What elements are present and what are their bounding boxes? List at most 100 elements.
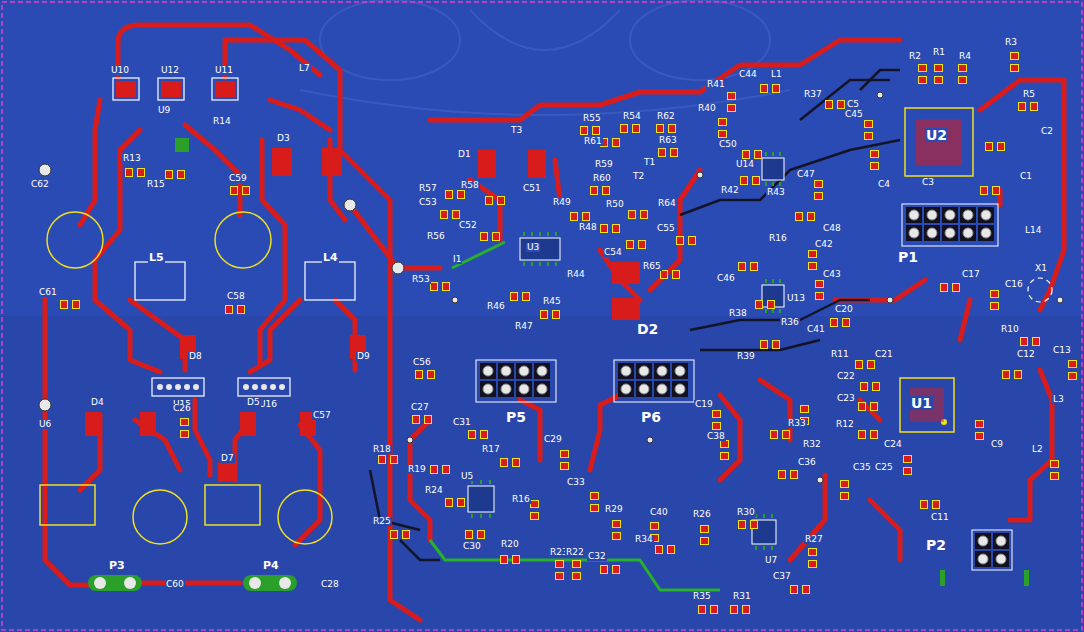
part-designator: C51 xyxy=(522,184,542,193)
part-designator: C54 xyxy=(603,248,623,257)
part-designator: R59 xyxy=(594,160,614,169)
part-designator: C19 xyxy=(694,400,714,409)
part-designator: P1 xyxy=(897,250,919,264)
part-designator: R46 xyxy=(486,302,506,311)
part-designator: C61 xyxy=(38,288,58,297)
part-designator: R26 xyxy=(692,510,712,519)
part-designator: C58 xyxy=(226,292,246,301)
part-designator: R31 xyxy=(732,592,752,601)
part-designator: R55 xyxy=(582,114,602,123)
ic-leads xyxy=(472,152,780,550)
part-designator: T1 xyxy=(643,158,656,167)
part-designator: C53 xyxy=(418,198,438,207)
part-designator: R43 xyxy=(766,188,786,197)
part-designator: R44 xyxy=(566,270,586,279)
part-designator: R39 xyxy=(736,352,756,361)
part-designator: P5 xyxy=(505,410,527,424)
part-designator: R25 xyxy=(372,517,392,526)
part-designator: R41 xyxy=(706,80,726,89)
part-designator: C36 xyxy=(797,458,817,467)
part-designator: R13 xyxy=(122,154,142,163)
part-designator: C33 xyxy=(566,478,586,487)
part-designator: C5 xyxy=(846,100,860,109)
part-designator: D1 xyxy=(457,150,472,159)
vias xyxy=(39,92,1063,483)
part-designator: D4 xyxy=(90,398,105,407)
part-designator: R2 xyxy=(908,52,922,61)
part-designator: C40 xyxy=(649,508,669,517)
part-designator: L4 xyxy=(322,252,339,263)
part-designator: R58 xyxy=(460,181,480,190)
part-designator: P6 xyxy=(640,410,662,424)
part-designator: R27 xyxy=(804,535,824,544)
part-designator: C9 xyxy=(990,440,1004,449)
part-designator: R53 xyxy=(411,275,431,284)
part-designator: C28 xyxy=(320,580,340,589)
part-designator: C41 xyxy=(806,325,826,334)
part-designator: R60 xyxy=(592,174,612,183)
part-designator: U1 xyxy=(910,396,933,410)
part-designator: R11 xyxy=(830,350,850,359)
part-designator: U16 xyxy=(258,400,278,409)
passive-footprints xyxy=(61,53,1077,614)
part-designator: U12 xyxy=(160,66,180,75)
part-designator: R61 xyxy=(583,137,603,146)
part-designator: R1 xyxy=(932,48,946,57)
part-designator: L5 xyxy=(148,252,165,263)
part-designator: R35 xyxy=(692,592,712,601)
part-designator: D5 xyxy=(246,398,261,407)
part-designator: R10 xyxy=(1000,325,1020,334)
part-designator: C4 xyxy=(877,180,891,189)
part-designator: C37 xyxy=(772,572,792,581)
part-designator: C13 xyxy=(1052,346,1072,355)
part-designator: R57 xyxy=(418,184,438,193)
watermark xyxy=(300,0,790,115)
part-designator: C43 xyxy=(822,270,842,279)
part-designator: U3 xyxy=(526,243,540,252)
part-designator: X1 xyxy=(1034,264,1048,273)
part-designator: R30 xyxy=(736,508,756,517)
part-designator: R24 xyxy=(424,486,444,495)
part-designator: D2 xyxy=(636,322,659,336)
part-designator: U13 xyxy=(786,294,806,303)
part-designator: D9 xyxy=(356,352,371,361)
part-designator: C48 xyxy=(822,224,842,233)
part-designator: C20 xyxy=(834,305,854,314)
part-designator: C42 xyxy=(814,240,834,249)
part-designator: T2 xyxy=(632,172,645,181)
part-designator: R45 xyxy=(542,297,562,306)
part-designator: R34 xyxy=(634,535,654,544)
part-designator: R33 xyxy=(787,419,807,428)
part-designator: C25 xyxy=(874,463,894,472)
part-designator: U10 xyxy=(110,66,130,75)
part-designator: R38 xyxy=(728,309,748,318)
part-designator: C46 xyxy=(716,274,736,283)
part-designator: R17 xyxy=(481,445,501,454)
part-designator: P3 xyxy=(108,560,126,571)
header-pins xyxy=(88,204,1029,591)
part-designator: C2 xyxy=(1040,127,1054,136)
part-designator: P4 xyxy=(262,560,280,571)
top-copper xyxy=(45,25,1064,620)
part-designator: C38 xyxy=(706,432,726,441)
part-designator: I1 xyxy=(452,255,462,264)
part-designator: D7 xyxy=(220,454,235,463)
board-top xyxy=(0,0,1084,316)
part-designator: C45 xyxy=(844,110,864,119)
part-designator: R16 xyxy=(511,495,531,504)
part-designator: C21 xyxy=(874,350,894,359)
part-designator: C23 xyxy=(836,394,856,403)
part-designator: C52 xyxy=(458,221,478,230)
part-designator: D3 xyxy=(276,134,291,143)
part-designator: U2 xyxy=(925,128,948,142)
part-designator: U9 xyxy=(157,106,171,115)
part-designator: C16 xyxy=(1004,280,1024,289)
part-designator: L3 xyxy=(1052,395,1065,404)
part-designator: R49 xyxy=(552,198,572,207)
part-designator: L14 xyxy=(1024,226,1042,235)
part-designator: R22 xyxy=(565,548,585,557)
part-designator: P2 xyxy=(925,538,947,552)
